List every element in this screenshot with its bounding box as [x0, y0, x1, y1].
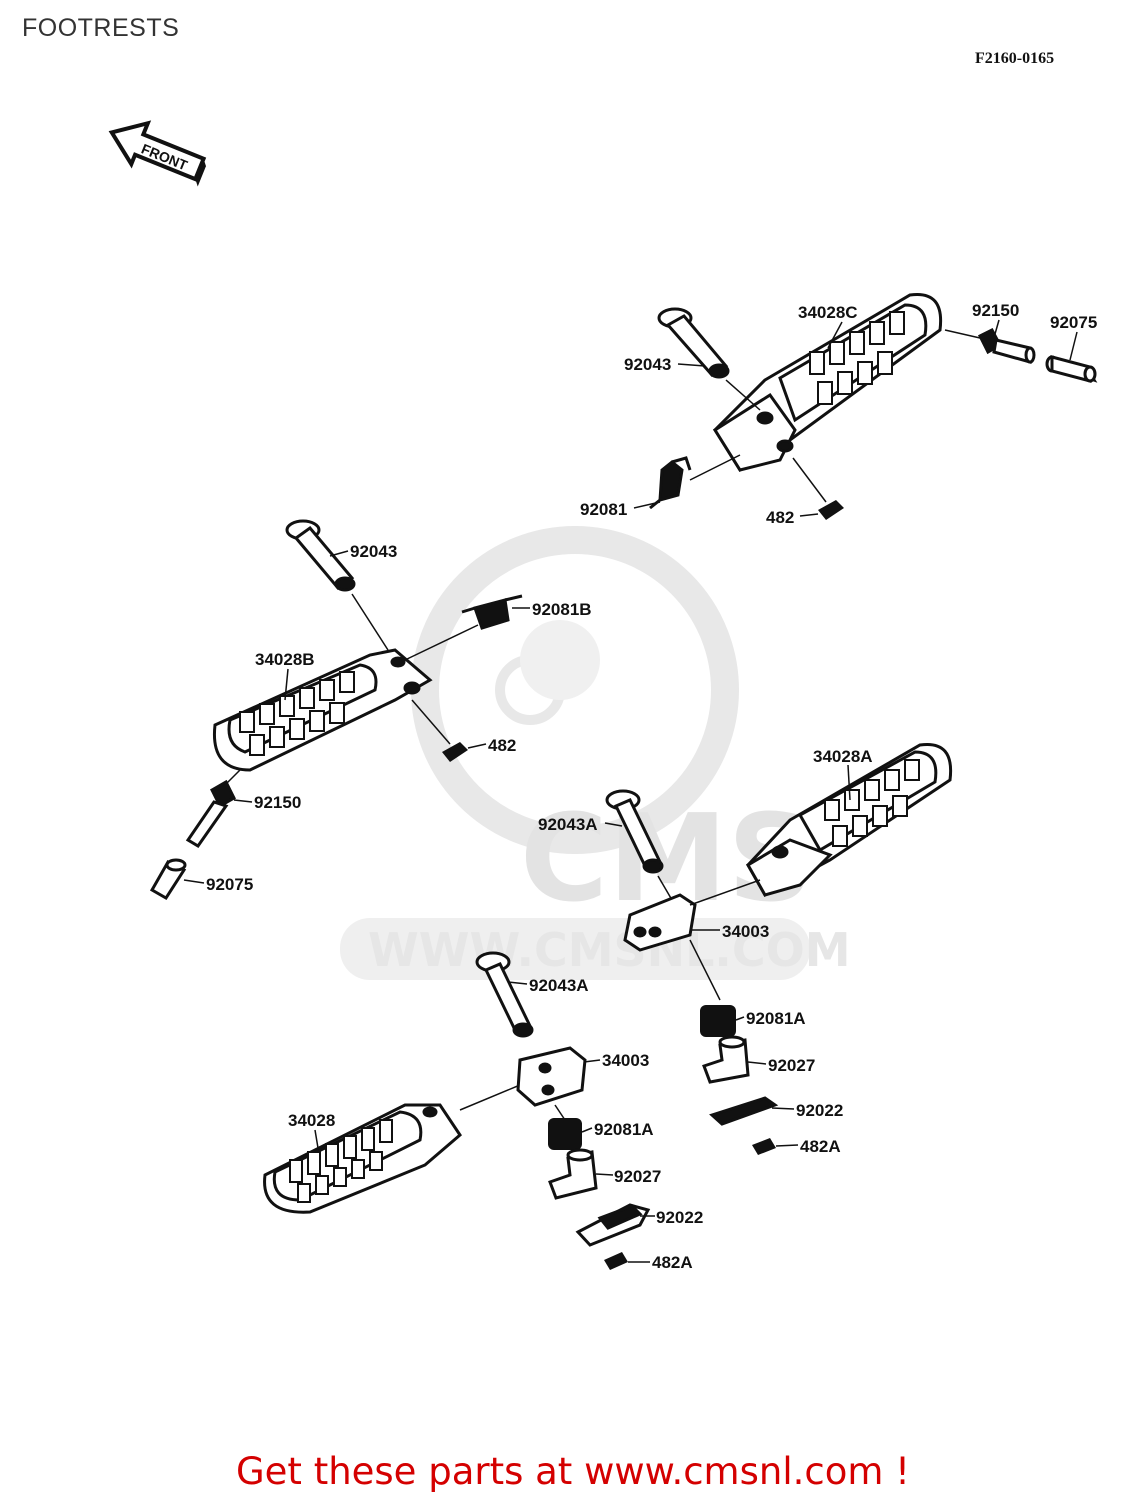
- pin-92043A-upper: [605, 789, 664, 874]
- bolt-92150-top: [977, 328, 1036, 364]
- label-92081B: 92081B: [532, 600, 592, 619]
- label-92075-left: 92075: [206, 875, 253, 894]
- footrest-34028B: [212, 648, 433, 772]
- label-92027-right: 92027: [768, 1056, 815, 1075]
- watermark-url: WWW.CMSNL.COM: [368, 923, 851, 977]
- cover-92075-left: [149, 858, 187, 901]
- pin-92043A-lower: [475, 951, 534, 1038]
- part-labels: 34028C 92150 92075 92043 92081 482 92043…: [206, 301, 1097, 1272]
- label-92043-left: 92043: [350, 542, 397, 561]
- collar-92027-right: [702, 1035, 750, 1084]
- footrest-34028C: [712, 292, 943, 473]
- label-482A-right: 482A: [800, 1137, 841, 1156]
- label-92022-right: 92022: [796, 1101, 843, 1120]
- label-92075-top: 92075: [1050, 313, 1097, 332]
- label-92043A-lower: 92043A: [529, 976, 589, 995]
- diagram-code: F2160-0165: [975, 50, 1055, 67]
- clip-482A-lower: [604, 1252, 628, 1270]
- label-92081A-right: 92081A: [746, 1009, 806, 1028]
- label-482-left: 482: [488, 736, 516, 755]
- pin-92043-left: [285, 519, 356, 592]
- label-34003-lower: 34003: [602, 1051, 649, 1070]
- plate-92022-lower: [575, 1203, 651, 1247]
- label-92043A-upper: 92043A: [538, 815, 598, 834]
- footrest-34028: [263, 1103, 462, 1214]
- label-92043-top: 92043: [624, 355, 671, 374]
- spring-92081A-right: [700, 1005, 736, 1037]
- bracket-34003-lower: [516, 1046, 587, 1107]
- plate-92022-right: [709, 1096, 779, 1126]
- clip-482-top: [818, 500, 844, 520]
- label-92081: 92081: [580, 500, 627, 519]
- label-92027-lower: 92027: [614, 1167, 661, 1186]
- label-34028A: 34028A: [813, 747, 873, 766]
- label-34028B: 34028B: [255, 650, 315, 669]
- footrest-34028A: [745, 742, 953, 898]
- spring-92081B: [461, 594, 523, 630]
- bolt-92150-left: [185, 779, 236, 849]
- pin-92043-top: [657, 307, 730, 379]
- label-482-top: 482: [766, 508, 794, 527]
- page-title: FOOTRESTS: [22, 14, 180, 42]
- footer-link[interactable]: Get these parts at www.cmsnl.com !: [235, 1450, 910, 1493]
- label-34028C: 34028C: [798, 303, 858, 322]
- label-34003-upper: 34003: [722, 922, 769, 941]
- collar-92027-lower: [548, 1148, 598, 1200]
- clip-482A-right: [752, 1138, 776, 1155]
- leader-lines: [183, 319, 1078, 1263]
- spring-92081: [649, 456, 692, 510]
- clip-482-left: [442, 742, 468, 762]
- spring-92081A-lower: [548, 1118, 582, 1150]
- label-92081A-lower: 92081A: [594, 1120, 654, 1139]
- label-482A-lower: 482A: [652, 1253, 693, 1272]
- cover-92075-top: [1045, 355, 1098, 383]
- watermark: CMS WWW.CMSNL.COM: [340, 526, 851, 980]
- label-92150-top: 92150: [972, 301, 1019, 320]
- label-34028: 34028: [288, 1111, 335, 1130]
- bracket-34003-upper: [623, 893, 697, 952]
- footer-promo: Get these parts at www.cmsnl.com !: [0, 1450, 1146, 1493]
- front-arrow: FRONT: [108, 120, 207, 187]
- label-92150-left: 92150: [254, 793, 301, 812]
- label-92022-lower: 92022: [656, 1208, 703, 1227]
